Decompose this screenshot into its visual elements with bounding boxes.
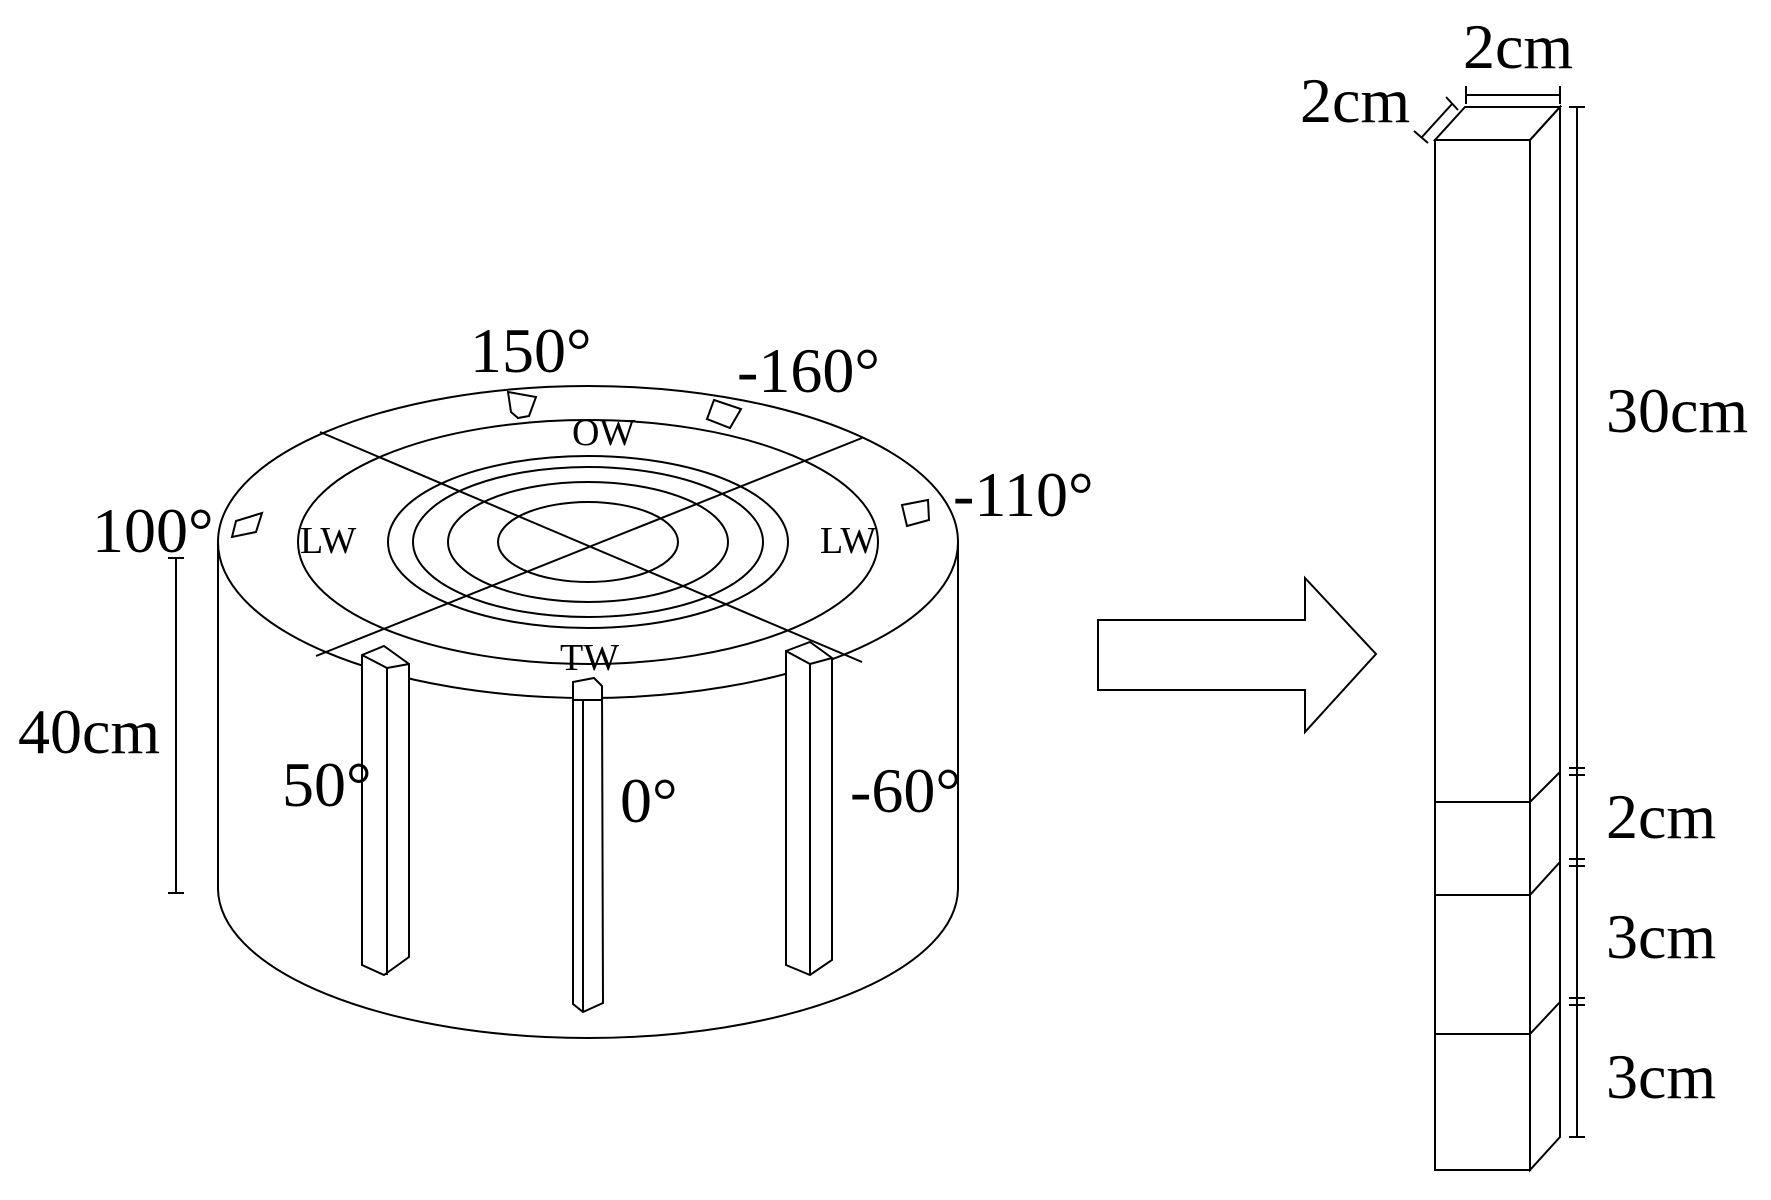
segment-label-2cm: 2cm — [1606, 781, 1716, 852]
annual-rings — [297, 419, 879, 665]
column-side-face — [1529, 104, 1561, 1173]
zone-label-tw: TW — [560, 637, 619, 679]
angle-label-m160: -160° — [737, 335, 880, 406]
depth-dimension — [1413, 96, 1459, 144]
angle-label-m60: -60° — [850, 755, 961, 826]
wood-disk: 40cm 150° -160° -110° 100° 50° 0° -60° O… — [18, 315, 1094, 1039]
ring-5 — [497, 501, 679, 583]
segment-label-30cm: 30cm — [1606, 375, 1748, 446]
ring-4 — [447, 481, 729, 603]
angle-label-100: 100° — [92, 495, 214, 566]
disk-height-label: 40cm — [18, 696, 160, 767]
sample-bar-50 — [361, 644, 410, 977]
segment-dividers — [1435, 771, 1561, 1035]
angle-label-50: 50° — [282, 749, 372, 820]
zone-label-ow: OW — [572, 412, 635, 454]
column-front-face — [1434, 139, 1531, 1171]
sample-column: 2cm 2cm 30cm 2cm 3cm 3cm — [1300, 11, 1748, 1173]
angle-label-m110: -110° — [953, 459, 1094, 530]
sample-bar-m60 — [785, 640, 833, 977]
marker-150 — [506, 390, 538, 420]
cross-line-2 — [315, 437, 863, 657]
zone-label-lw-right: LW — [820, 520, 876, 562]
ring-1 — [297, 419, 879, 665]
column-width-label: 2cm — [1463, 11, 1573, 82]
column-top-face — [1432, 106, 1563, 141]
segment-label-3cm-lower: 3cm — [1606, 1041, 1716, 1112]
ring-2 — [387, 455, 789, 629]
angle-label-150: 150° — [470, 315, 592, 386]
width-dimension — [1465, 86, 1561, 104]
ring-3 — [412, 466, 764, 618]
right-arrow — [1097, 575, 1378, 735]
segment-label-3cm-upper: 3cm — [1606, 901, 1716, 972]
marker-100 — [230, 511, 264, 539]
disk-height-dimension — [168, 557, 184, 894]
column-depth-label: 2cm — [1300, 65, 1410, 136]
sample-bar-0 — [572, 676, 605, 1014]
angle-label-0: 0° — [620, 765, 678, 836]
zone-label-lw-left: LW — [300, 520, 356, 562]
rim-markers — [230, 390, 931, 539]
marker-m110 — [900, 498, 931, 528]
marker-m160 — [705, 398, 743, 430]
disk-side-wall — [217, 542, 959, 1039]
segment-dimensions — [1569, 106, 1585, 1138]
